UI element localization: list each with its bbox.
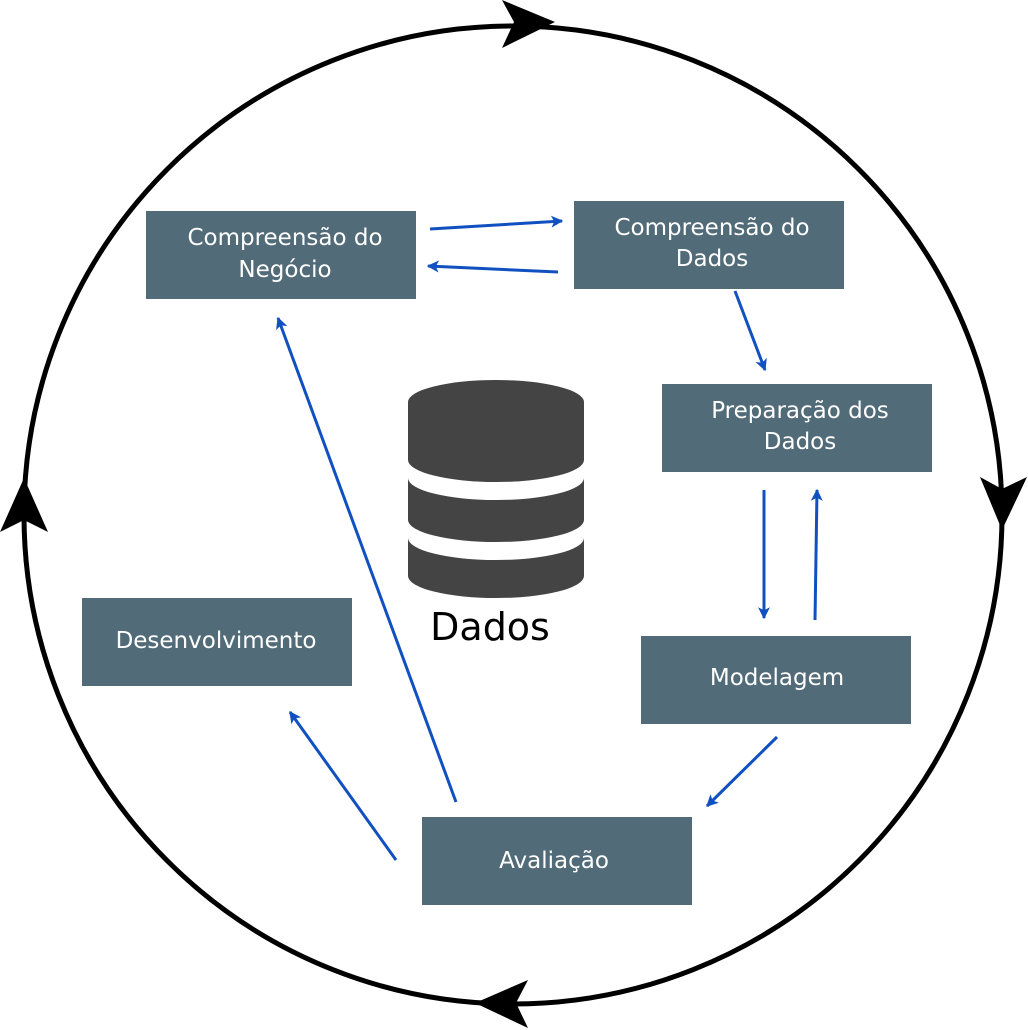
phase-label: Modelagem <box>710 665 844 691</box>
phase-data-understanding: Compreensão do Dados <box>574 201 844 289</box>
phase-evaluation: Avaliação <box>422 817 692 905</box>
database-icon <box>408 380 584 598</box>
phase-business-understanding: Compreensão do Negócio <box>146 211 416 299</box>
cycle-arrow-right-icon <box>980 477 1027 530</box>
arrow-data-to-business <box>426 260 559 274</box>
phase-label: Preparação dos <box>711 398 889 424</box>
phase-modeling: Modelagem <box>641 636 911 724</box>
phase-label: Desenvolvimento <box>116 628 317 654</box>
arrow-modeling-to-evaluation <box>705 735 779 808</box>
phase-deployment: Desenvolvimento <box>82 598 352 686</box>
arrow-business-to-data <box>429 215 564 231</box>
database-label: Dados <box>430 605 550 649</box>
arrow-data-to-preparation <box>733 290 767 372</box>
cycle-arrow-top-icon <box>502 0 555 48</box>
phase-label: Compreensão do <box>614 215 809 241</box>
arrow-modeling-to-preparation <box>810 488 823 621</box>
phase-label: Dados <box>764 429 836 455</box>
cycle-arrow-bottom-icon <box>475 980 528 1028</box>
arrow-evaluation-to-business <box>276 316 458 803</box>
phase-data-preparation: Preparação dos Dados <box>662 384 932 472</box>
cycle-arrow-left-icon <box>0 478 48 532</box>
phase-label: Avaliação <box>499 848 609 874</box>
phase-label: Compreensão do <box>187 225 382 251</box>
phase-label: Dados <box>676 246 748 272</box>
arrow-evaluation-to-deployment <box>288 711 398 861</box>
phase-label: Negócio <box>238 257 331 283</box>
